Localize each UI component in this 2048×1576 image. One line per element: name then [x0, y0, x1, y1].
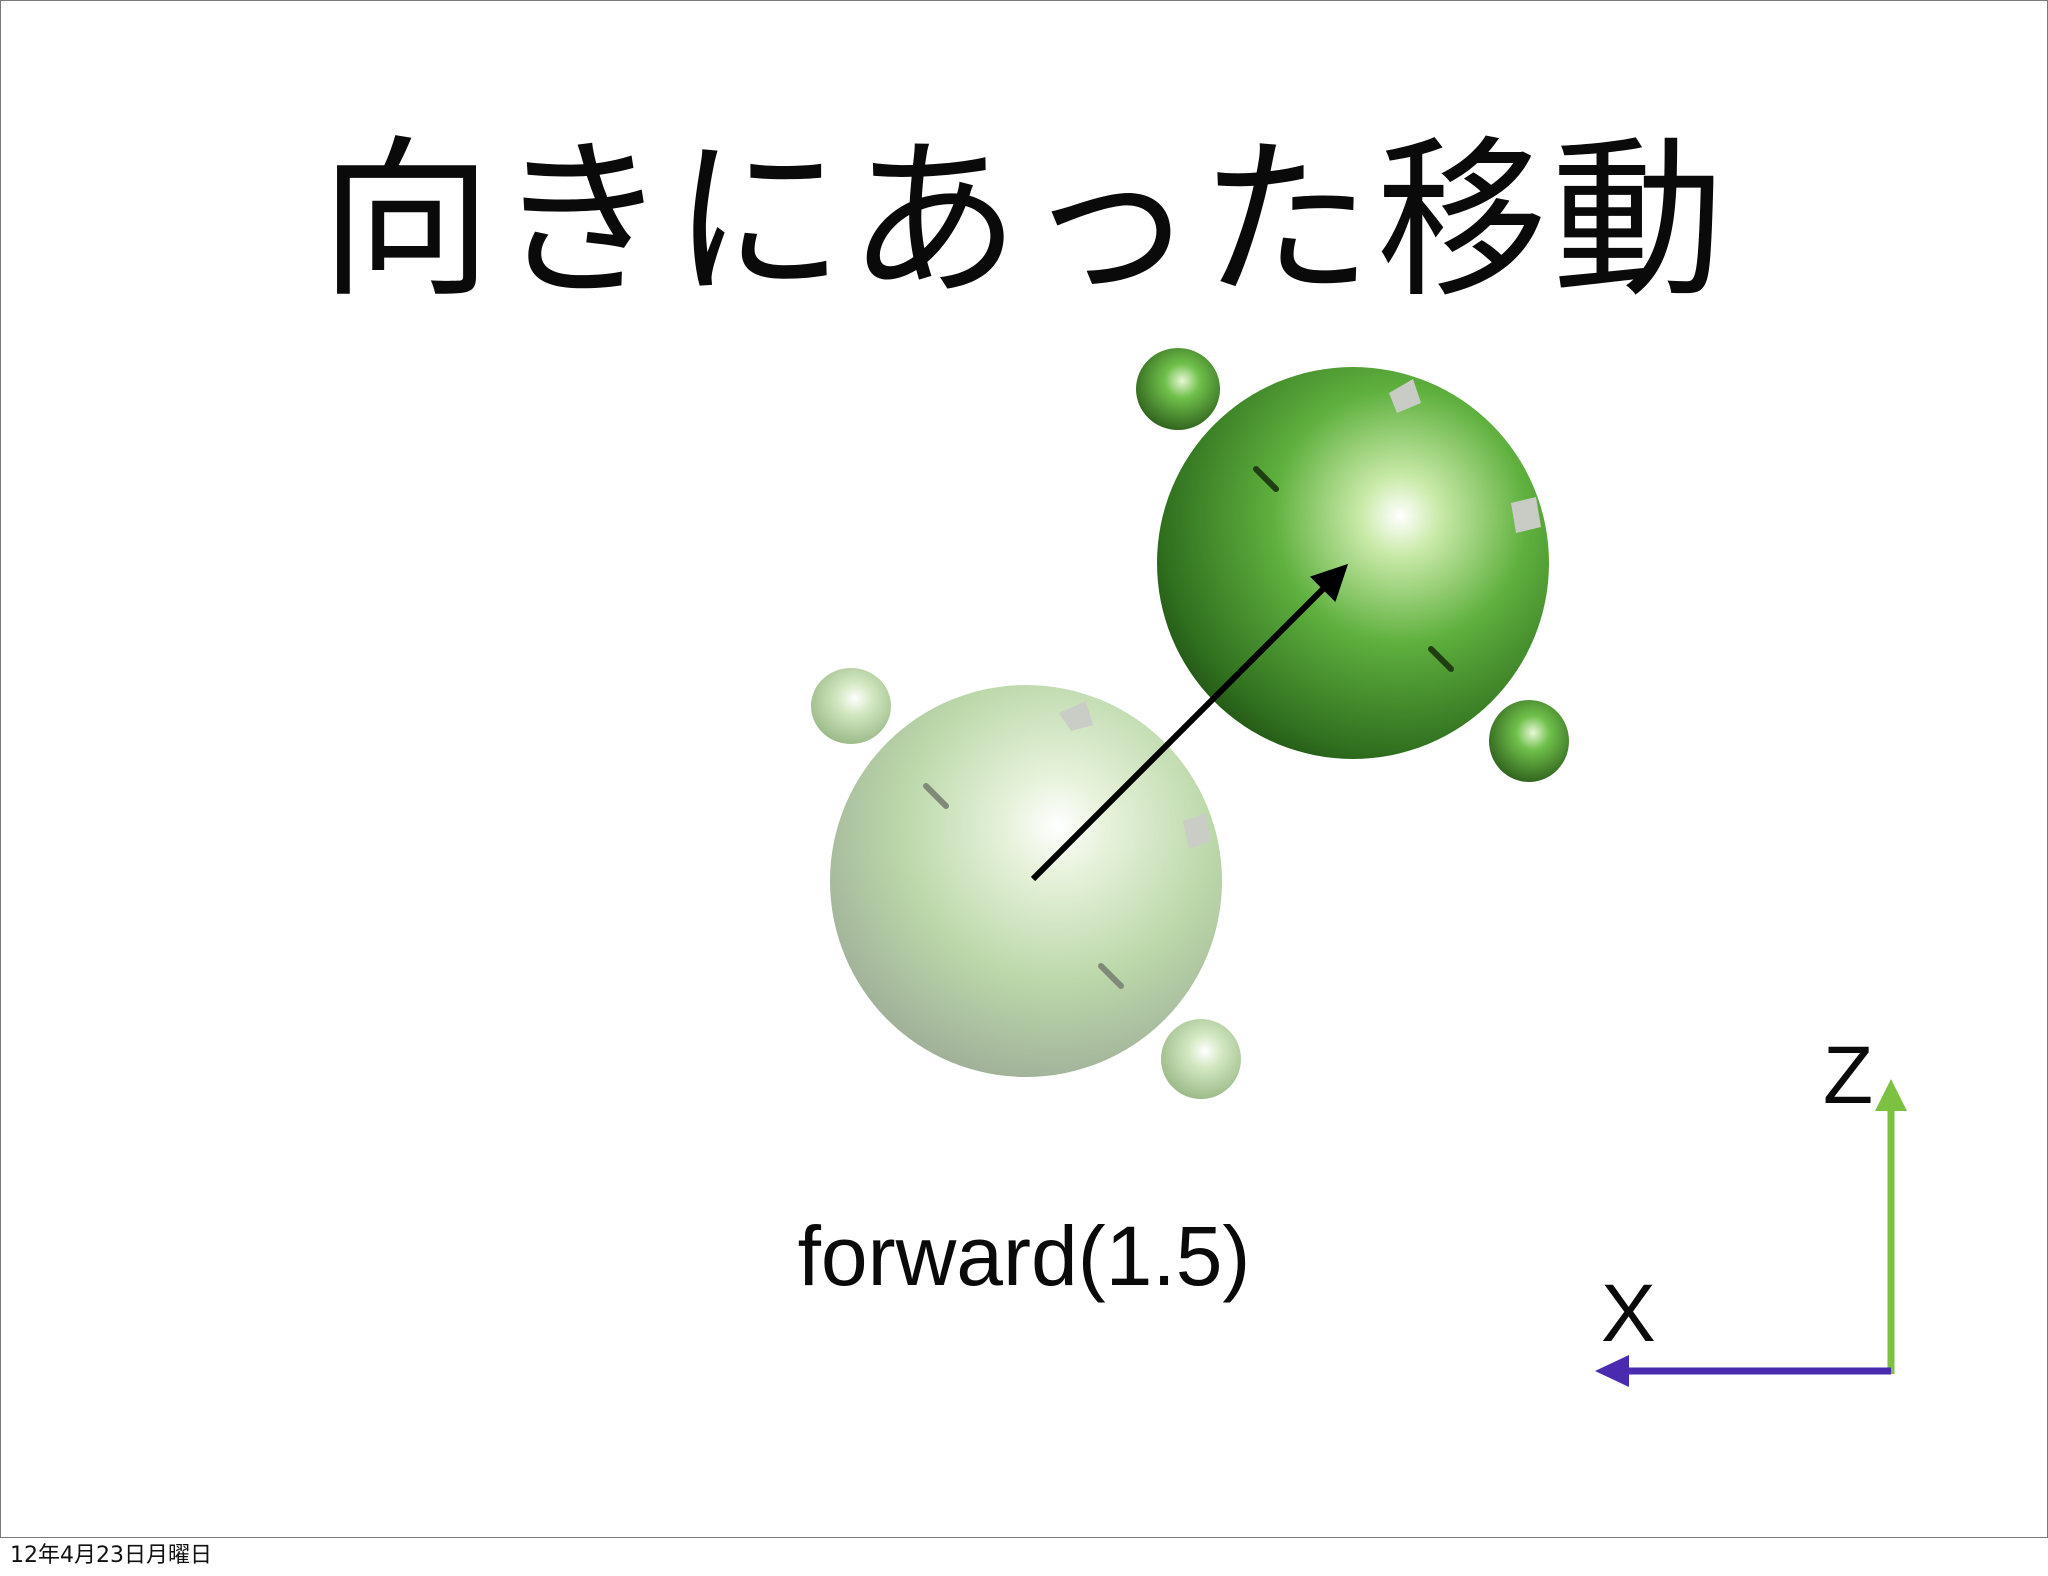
forward-motion-arrow	[1030, 563, 1349, 882]
method-caption: forward(1.5)	[797, 1209, 1251, 1303]
object-before-move	[811, 668, 1241, 1099]
x-axis-label: X	[1601, 1268, 1656, 1359]
before-small-sphere-top	[811, 668, 891, 744]
movement-diagram	[811, 348, 1907, 1387]
z-axis-label: Z	[1823, 1030, 1874, 1121]
before-small-sphere-bottom	[1161, 1019, 1241, 1099]
before-large-sphere	[830, 685, 1222, 1077]
axis-indicator	[1595, 1079, 1907, 1387]
slide: 向きにあった移動	[0, 0, 2048, 1538]
after-small-sphere-bottom	[1489, 700, 1569, 782]
slide-title: 向きにあった移動	[320, 120, 1728, 321]
footer-date: 12年4月23日月曜日	[10, 1543, 212, 1568]
object-after-move	[1136, 348, 1569, 782]
after-small-sphere-top	[1136, 348, 1220, 430]
